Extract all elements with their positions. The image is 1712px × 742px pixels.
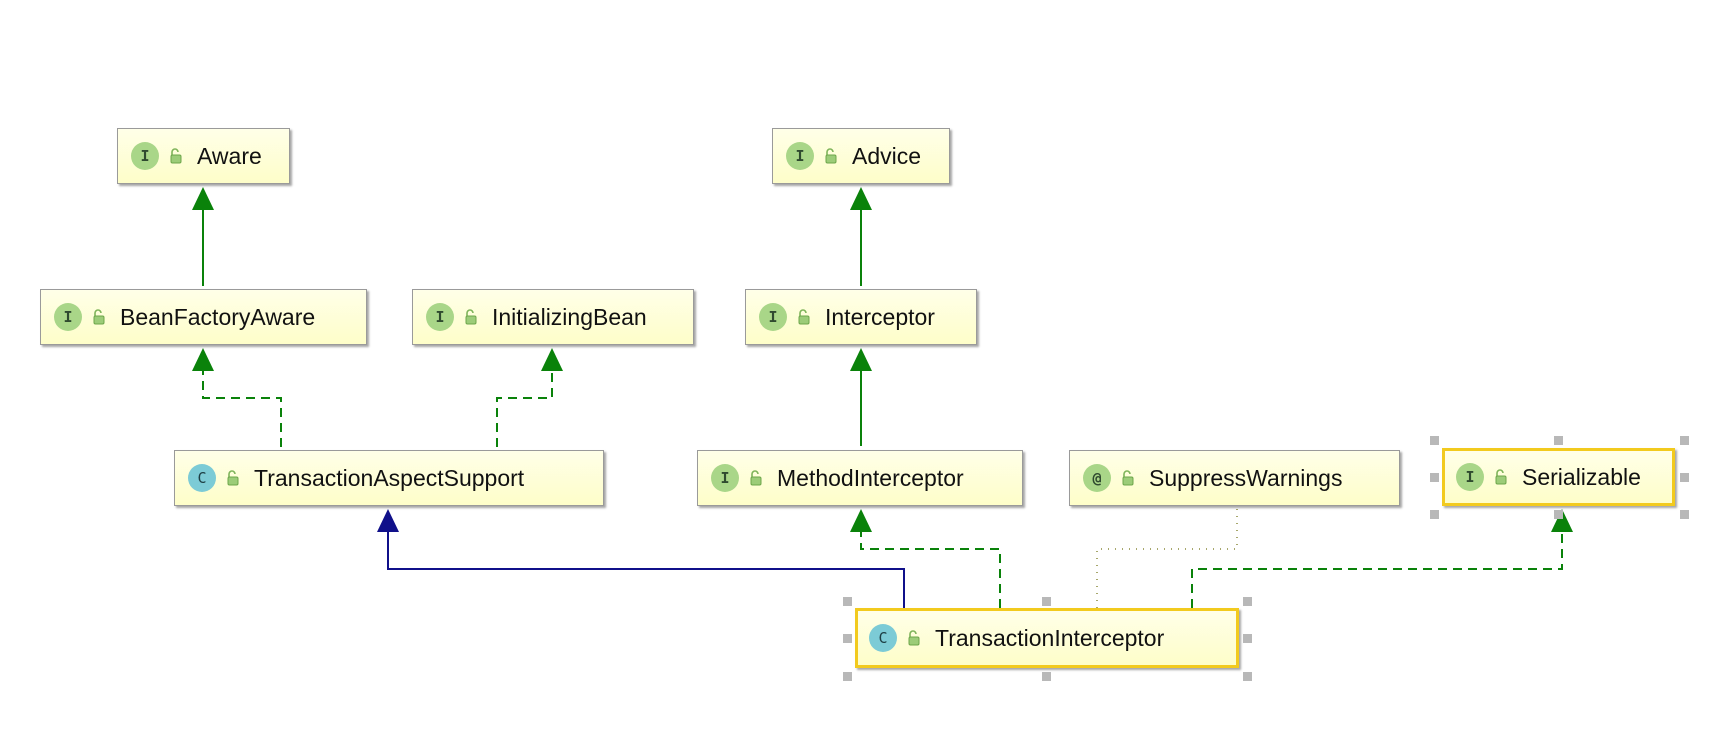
- resize-handle[interactable]: [1243, 597, 1252, 606]
- resize-handle[interactable]: [1680, 510, 1689, 519]
- node-interceptor[interactable]: I Interceptor: [745, 289, 977, 345]
- class-name: TransactionInterceptor: [935, 624, 1165, 651]
- class-name: Serializable: [1522, 463, 1641, 490]
- interface-icon: I: [54, 303, 82, 331]
- resize-handle[interactable]: [1680, 436, 1689, 445]
- public-lock-icon: [822, 147, 840, 165]
- public-lock-icon: [747, 469, 765, 487]
- resize-handle[interactable]: [1430, 510, 1439, 519]
- edge-transactioninterceptor-to-suppresswarnings: [1096, 506, 1238, 608]
- edge-beanfactoryaware-to-aware: [192, 187, 214, 286]
- node-transactioninterceptor[interactable]: C TransactionInterceptor: [855, 608, 1239, 668]
- resize-handle[interactable]: [843, 672, 852, 681]
- edge-methodinterceptor-to-interceptor: [850, 348, 872, 446]
- resize-handle[interactable]: [1243, 672, 1252, 681]
- abstract-class-icon: C: [188, 464, 216, 492]
- class-name: SuppressWarnings: [1149, 464, 1343, 491]
- node-advice[interactable]: I Advice: [772, 128, 950, 184]
- interface-icon: I: [1456, 463, 1484, 491]
- class-name: MethodInterceptor: [777, 464, 964, 491]
- edge-interceptor-to-advice: [850, 187, 872, 286]
- public-lock-icon: [224, 469, 242, 487]
- resize-handle[interactable]: [1554, 510, 1563, 519]
- public-lock-icon: [90, 308, 108, 326]
- class-name: TransactionAspectSupport: [254, 464, 525, 491]
- resize-handle[interactable]: [843, 597, 852, 606]
- resize-handle[interactable]: [1430, 473, 1439, 482]
- class-name: InitializingBean: [492, 303, 647, 330]
- node-serializable[interactable]: I Serializable: [1442, 448, 1675, 506]
- public-lock-icon: [795, 308, 813, 326]
- node-methodinterceptor[interactable]: I MethodInterceptor: [697, 450, 1023, 506]
- public-lock-icon: [905, 629, 923, 647]
- class-name: Aware: [197, 142, 262, 169]
- node-suppresswarnings[interactable]: @ SuppressWarnings: [1069, 450, 1400, 506]
- resize-handle[interactable]: [1680, 473, 1689, 482]
- public-lock-icon: [167, 147, 185, 165]
- resize-handle[interactable]: [843, 634, 852, 643]
- class-name: Interceptor: [825, 303, 935, 330]
- edge-transactionaspectsupport-to-initializingbean: [496, 348, 563, 447]
- node-beanfactoryaware[interactable]: I BeanFactoryAware: [40, 289, 367, 345]
- resize-handle[interactable]: [1430, 436, 1439, 445]
- public-lock-icon: [1492, 468, 1510, 486]
- interface-icon: I: [711, 464, 739, 492]
- interface-icon: I: [786, 142, 814, 170]
- resize-handle[interactable]: [1042, 672, 1051, 681]
- node-transactionaspectsupport[interactable]: C TransactionAspectSupport: [174, 450, 604, 506]
- edge-transactioninterceptor-to-transactionaspectsupport: [377, 509, 905, 608]
- node-aware[interactable]: I Aware: [117, 128, 290, 184]
- node-initializingbean[interactable]: I InitializingBean: [412, 289, 694, 345]
- annotation-icon: @: [1083, 464, 1111, 492]
- interface-icon: I: [426, 303, 454, 331]
- class-name: BeanFactoryAware: [120, 303, 316, 330]
- edge-transactioninterceptor-to-methodinterceptor: [850, 509, 1001, 608]
- interface-icon: I: [131, 142, 159, 170]
- public-lock-icon: [462, 308, 480, 326]
- resize-handle[interactable]: [1243, 634, 1252, 643]
- interface-icon: I: [759, 303, 787, 331]
- class-name: Advice: [852, 142, 922, 169]
- resize-handle[interactable]: [1042, 597, 1051, 606]
- public-lock-icon: [1119, 469, 1137, 487]
- edge-transactioninterceptor-to-serializable: [1191, 509, 1573, 608]
- class-icon: C: [869, 624, 897, 652]
- edge-transactionaspectsupport-to-beanfactoryaware: [192, 348, 282, 447]
- resize-handle[interactable]: [1554, 436, 1563, 445]
